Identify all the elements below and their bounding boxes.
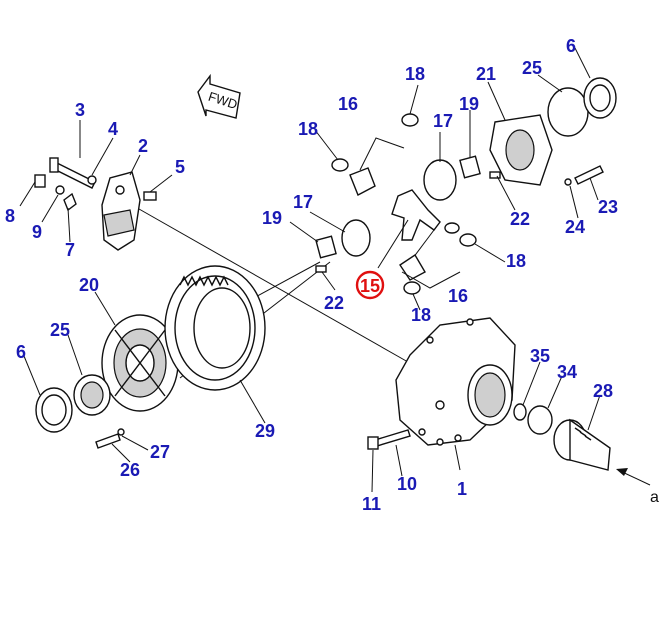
- pinion-mate-gear-icon: [349, 167, 426, 281]
- callout-18-right: 18: [506, 251, 526, 271]
- callout-9: 9: [32, 222, 42, 242]
- callout-11: 11: [362, 494, 381, 514]
- callout-3: 3: [75, 100, 85, 120]
- bolt-washer-icon: [117, 428, 125, 436]
- callout-24: 24: [565, 217, 585, 237]
- callout-25-left: 25: [50, 320, 70, 340]
- pinion-bearing-icon: [527, 405, 553, 435]
- callout-35: 35: [530, 346, 550, 366]
- roller-bearing-icon: [73, 374, 111, 416]
- lock-plate-icon: [63, 192, 77, 212]
- callout-1: 1: [457, 479, 467, 499]
- pinion-gear-icon: [553, 418, 611, 471]
- thrust-washer-icon: [331, 113, 477, 295]
- callout-18-top: 18: [405, 64, 425, 84]
- pinion-snap-ring-icon: [513, 403, 527, 421]
- bolt-icon: [49, 157, 96, 189]
- spider-cross-icon: [391, 189, 441, 241]
- callout-2: 2: [138, 136, 148, 156]
- callout-labels: 1 2 3 4 5 6 6 7 8 9 10 11 15 16 16 17 17…: [5, 36, 659, 514]
- callout-28: 28: [593, 381, 613, 401]
- bearing-race-icon: [35, 387, 73, 433]
- callout-21: 21: [476, 64, 496, 84]
- callout-26: 26: [120, 460, 140, 480]
- callout-19-left: 19: [262, 208, 282, 228]
- bearing-race-icon: [583, 77, 617, 119]
- callout-5: 5: [175, 157, 185, 177]
- callout-7: 7: [65, 240, 75, 260]
- callout-23: 23: [598, 197, 618, 217]
- callout-27: 27: [150, 442, 170, 462]
- housing-nut-icon: [367, 436, 379, 450]
- callout-17-right: 17: [433, 111, 453, 131]
- callout-15-highlighted: 15: [360, 276, 380, 296]
- case-bolt-icon: [95, 433, 121, 449]
- group-bracket-line: [401, 271, 461, 289]
- fwd-arrow-icon: FWD: [197, 73, 241, 119]
- assembly-guide-line: [249, 261, 321, 301]
- view-arrow-label: a: [650, 489, 659, 506]
- callout-16-bottom: 16: [448, 286, 468, 306]
- callout-25-right: 25: [522, 58, 542, 78]
- bolt-washer-icon: [564, 178, 572, 186]
- case-bolt-icon: [574, 165, 604, 185]
- group-bracket-line: [359, 137, 405, 171]
- callout-20: 20: [79, 275, 99, 295]
- callout-8: 8: [5, 206, 15, 226]
- differential-case-icon: [101, 314, 179, 412]
- assembly-guide-line: [131, 204, 409, 363]
- dowel-pin-icon: [315, 265, 327, 273]
- callout-18-left: 18: [298, 119, 318, 139]
- ring-gear-icon: [164, 265, 266, 391]
- side-gear-icon: [341, 159, 457, 257]
- callout-10: 10: [397, 474, 417, 494]
- callout-4: 4: [108, 119, 118, 139]
- side-gear-washer-icon: [315, 155, 481, 259]
- washer-icon: [87, 175, 97, 185]
- roller-bearing-icon: [547, 87, 589, 137]
- callout-17-left: 17: [293, 192, 313, 212]
- callout-18-bottom: 18: [411, 305, 431, 325]
- callout-22-left: 22: [324, 293, 344, 313]
- callout-29: 29: [255, 421, 275, 441]
- callout-19-right: 19: [459, 94, 479, 114]
- nut-icon: [34, 174, 46, 188]
- lock-washer-icon: [55, 185, 65, 195]
- view-arrow-icon: [616, 468, 651, 486]
- callout-22-right: 22: [510, 209, 530, 229]
- leader-lines: [19, 47, 601, 493]
- callout-6-left: 6: [16, 342, 26, 362]
- bearing-cap-bracket-icon: [101, 171, 141, 251]
- callout-6-right: 6: [566, 36, 576, 56]
- carrier-housing-icon: [395, 317, 516, 446]
- callout-16-top: 16: [338, 94, 358, 114]
- pin-icon: [143, 191, 157, 201]
- highlight-ring: [355, 270, 385, 300]
- housing-bolt-icon: [374, 429, 411, 447]
- differential-case-half-icon: [489, 114, 553, 186]
- callout-34: 34: [557, 362, 577, 382]
- dowel-pin-icon: [489, 171, 501, 179]
